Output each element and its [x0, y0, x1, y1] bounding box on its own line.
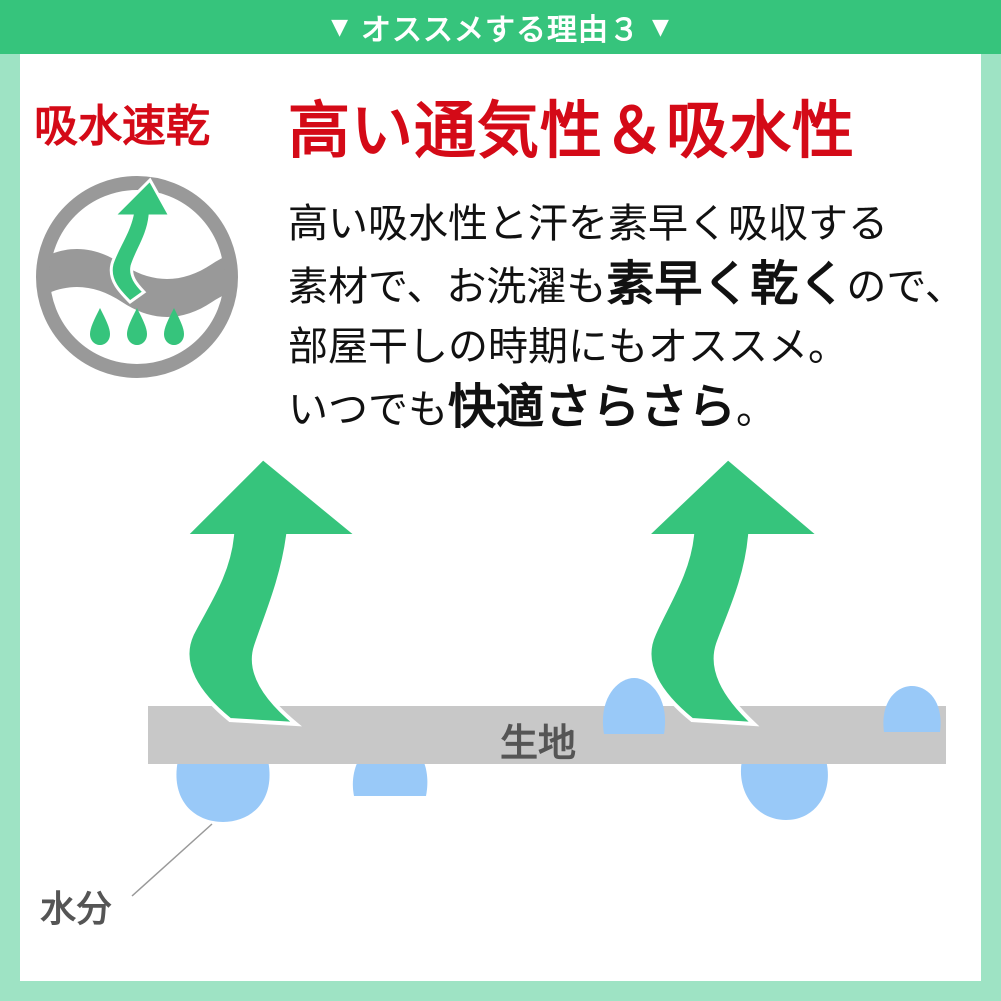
emphasis-comfort: 快適さらさら	[448, 379, 737, 435]
water-droplet	[602, 678, 666, 734]
description-line-2: 素材で、お洗濯も素早く乾くので、	[288, 256, 965, 312]
water-droplet	[883, 686, 941, 732]
moisture-diagram	[131, 455, 946, 897]
down-triangle-icon: ▼	[652, 14, 670, 40]
water-leader-line	[131, 823, 213, 897]
down-triangle-icon: ▼	[331, 14, 349, 40]
content-panel: 吸水速乾 高い通気性＆吸水性 高い吸水性と汗を素早く吸収する 素材で、お洗濯も素…	[20, 54, 981, 981]
water-label: 水分	[40, 889, 113, 930]
emphasis-quick-dry: 素早く乾く	[606, 256, 847, 312]
evaporation-arrow	[180, 455, 364, 727]
feature-label: 吸水速乾	[34, 101, 210, 152]
evaporation-arrow	[640, 455, 826, 727]
headline: 高い通気性＆吸水性	[288, 94, 856, 167]
quick-dry-icon	[32, 172, 242, 382]
reason-banner: ▼ オススメする理由３ ▼	[0, 0, 1001, 54]
description-line-4: いつでも快適さらさら。	[288, 379, 777, 435]
water-droplet	[740, 760, 828, 820]
banner-title: オススメする理由３	[361, 13, 640, 48]
description: 高い吸水性と汗を素早く吸収する 素材で、お洗濯も素早く乾くので、 部屋干しの時期…	[288, 194, 965, 440]
fabric-label: 生地	[500, 721, 577, 765]
description-line-1: 高い吸水性と汗を素早く吸収する	[288, 201, 888, 247]
water-droplet	[176, 760, 270, 822]
description-line-3: 部屋干しの時期にもオススメ。	[288, 324, 848, 370]
